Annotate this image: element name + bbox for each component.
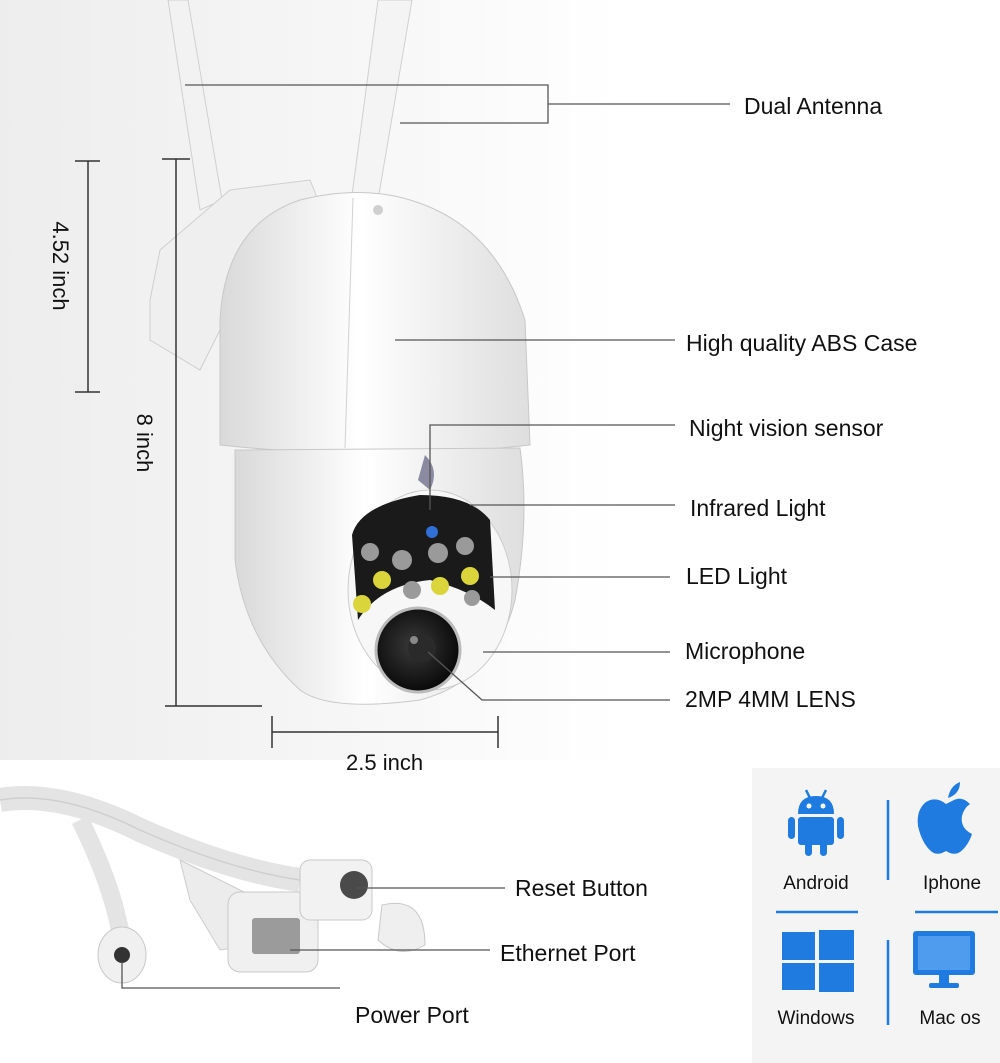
label-lens: 2MP 4MM LENS xyxy=(685,686,856,712)
label-reset-button: Reset Button xyxy=(515,875,648,901)
dimension-case-height: 4.52 inch xyxy=(48,221,73,311)
label-led-light: LED Light xyxy=(686,563,788,589)
label-mac-os: Mac os xyxy=(919,1008,981,1029)
monitor-icon xyxy=(913,931,975,988)
label-android: Android xyxy=(783,873,849,894)
apple-icon xyxy=(917,782,972,854)
dimension-lines xyxy=(75,158,499,748)
label-ethernet-port: Ethernet Port xyxy=(500,940,636,966)
label-windows: Windows xyxy=(777,1008,855,1029)
label-microphone: Microphone xyxy=(685,638,806,664)
label-power-port: Power Port xyxy=(355,1002,469,1028)
label-dual-antenna: Dual Antenna xyxy=(744,93,883,119)
label-abs-case: High quality ABS Case xyxy=(686,330,918,356)
led-array xyxy=(353,526,480,613)
label-infrared-light: Infrared Light xyxy=(690,495,826,521)
label-night-vision-sensor: Night vision sensor xyxy=(689,415,884,441)
dimension-width: 2.5 inch xyxy=(346,750,424,775)
android-icon xyxy=(788,789,844,856)
windows-icon xyxy=(782,930,854,992)
label-iphone: Iphone xyxy=(922,873,982,894)
callout-lines xyxy=(121,84,730,989)
dimension-total-height: 8 inch xyxy=(132,413,157,473)
